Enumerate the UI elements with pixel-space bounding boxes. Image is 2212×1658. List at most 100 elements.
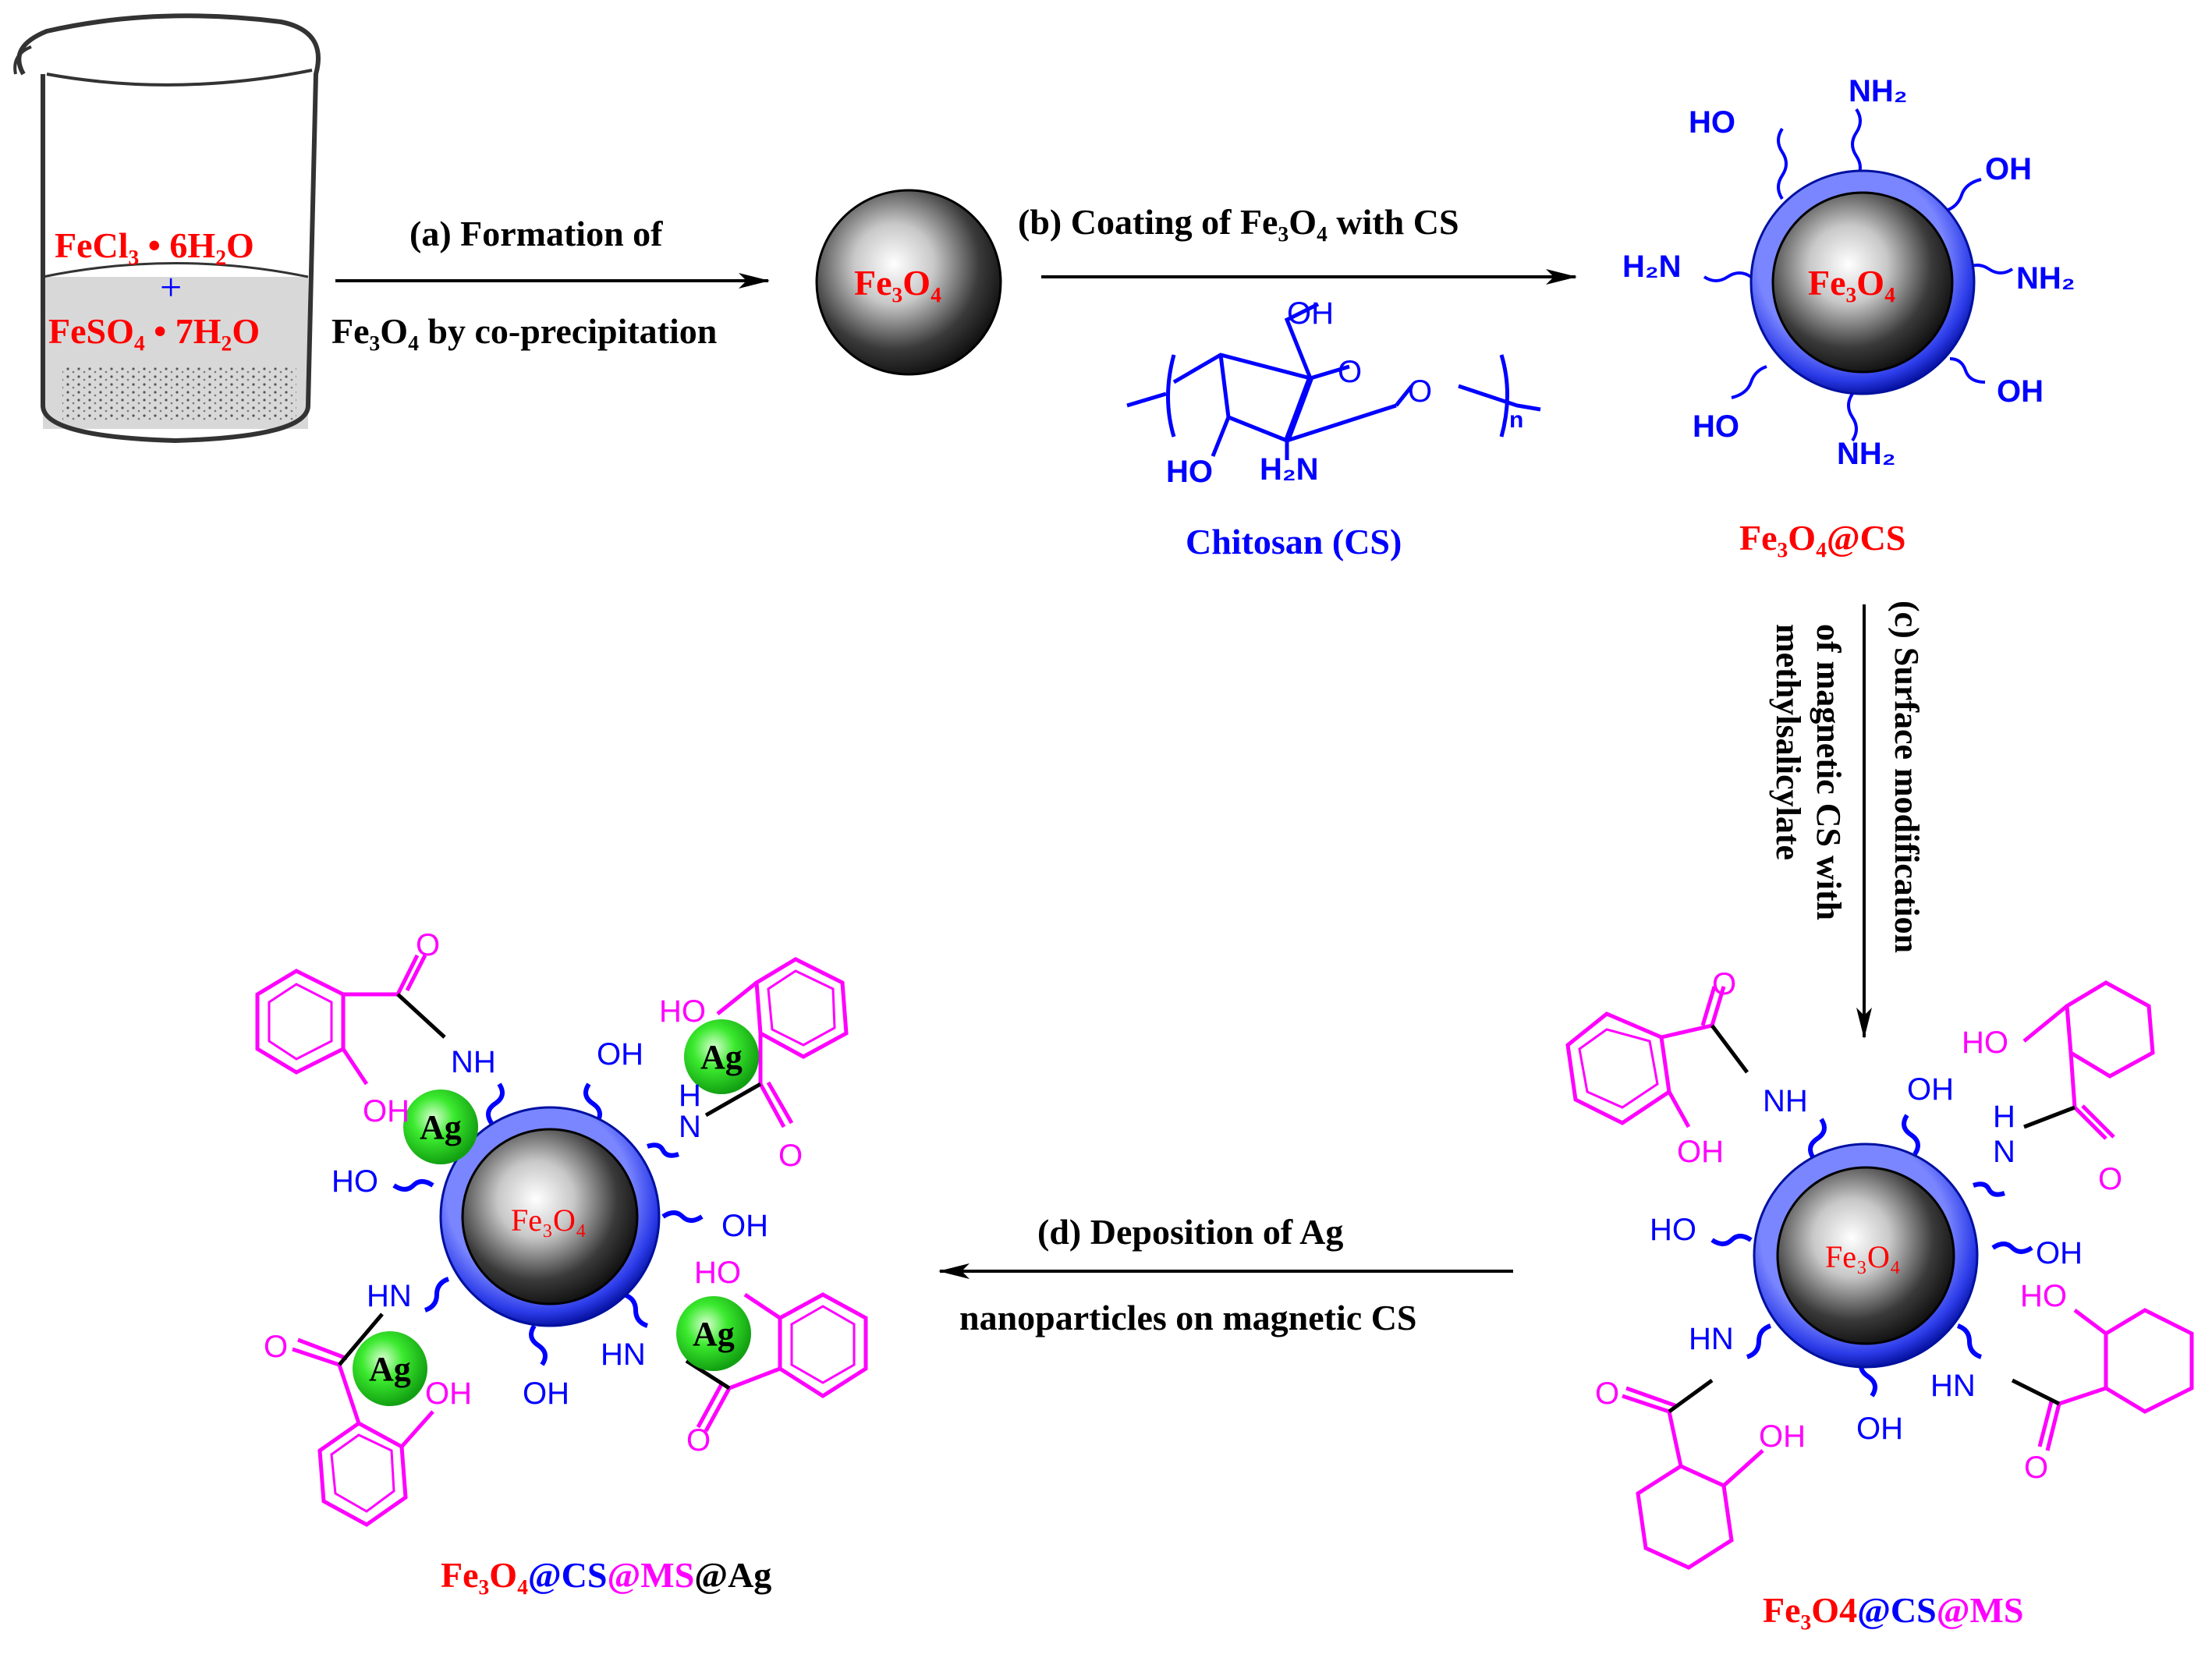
product-h-tr: H [679,1079,701,1113]
ag-particle-bl [353,1331,427,1406]
ms-oh-tl: OH [1677,1135,1724,1169]
step-a-line1: (a) Formation of [409,214,663,253]
chitosan-h2n: H₂N [1260,452,1319,487]
ms-core-label: Fe₃O₄ [1825,1239,1901,1274]
group-nh2-top: NH₂ [1849,74,1908,108]
product-oh-bot: OH [523,1376,569,1411]
fe3o4-cs-label: Fe₃O₄@CS [1739,518,1905,558]
ms-o-tl: O [1712,967,1736,1001]
fe3o4-cs-core [1771,191,1954,374]
product-ho-tr: HO [659,994,706,1029]
ms-o-br: O [2024,1451,2048,1485]
reagent-fecl3: FeCl₃ • 6H₂O [55,225,254,265]
ag-label-tl: Ag [420,1108,462,1146]
chitosan-n: n [1509,407,1523,433]
beaker-rim [46,69,313,87]
ms-ho-br: HO [2020,1279,2067,1313]
beaker-precipitate [62,367,296,421]
step-d-line1: (d) Deposition of Ag [1037,1212,1343,1252]
fe3o4-cs-ms-particle: Fe₃O₄ [1565,967,2194,1630]
chitosan-ho: HO [1166,455,1213,489]
beaker-liquid-surface [42,262,309,278]
step-c-arrow: (c) Surface modification of magnetic CS … [1769,600,1926,1039]
product-salicyl-bl [292,1313,434,1527]
product-core [461,1128,639,1305]
fe3o4-cs-wavy-links [1703,108,2014,442]
product-ho-br: HO [694,1256,741,1290]
beaker-outline [16,13,321,444]
step-b-line1: (b) Coating of Fe₃O₄ with CS [1018,202,1459,242]
step-c-line3: methylsalicylate [1769,624,1807,860]
beaker: FeCl₃ • 6H₂O + FeSO₄ • 7H₂O [13,13,321,444]
product-wavy-links [392,1082,704,1366]
product-o-tr: O [778,1139,803,1173]
product-salicyl-tl [255,954,446,1086]
step-d-arrow: (d) Deposition of Ag nanoparticles on ma… [938,1212,1513,1337]
step-c-line2: of magnetic CS with [1810,624,1848,920]
ms-oh-top: OH [1907,1072,1954,1107]
ms-h-tr: H [1993,1100,2015,1134]
fe3o4-core [815,189,1002,376]
product-oh-r: OH [721,1209,768,1243]
ms-wavy-links [1710,1114,2033,1398]
product-oh-tl: OH [363,1094,409,1128]
group-h2n-l: H₂N [1622,250,1682,284]
product-label: Fe₃O₄@CS@MS@Ag [441,1555,771,1595]
ms-ho-tr: HO [1962,1026,2008,1060]
ms-n-tr: N [1993,1135,2015,1169]
group-nh2-r: NH₂ [2016,261,2076,296]
step-a-arrow: (a) Formation of Fe₃O₄ by co-precipitati… [331,214,770,351]
product-nh-tl: NH [451,1045,496,1079]
product-o-bl: O [264,1330,288,1364]
group-ho-tl: HO [1689,105,1735,140]
ms-oh-bl: OH [1759,1419,1806,1454]
product-atom-labels: O NH OH OH HO H N O HO OH HN HO O HN OH … [264,928,803,1458]
fe3o4-cs-core-label: Fe₃O₄ [1808,263,1895,303]
step-b-arrow: (b) Coating of Fe₃O₄ with CS [1018,202,1577,285]
ms-nh-tl: NH [1763,1084,1808,1118]
chitosan-structure: OH O O HO H₂N n [1126,296,1541,489]
ms-hn-bl: HN [1689,1322,1734,1356]
product-oh-bl: OH [425,1376,472,1411]
ag-particle-br [676,1296,751,1371]
group-oh-tr: OH [1985,152,2032,186]
product-salicyl-br [685,1292,868,1433]
ms-oh-r: OH [2036,1236,2083,1270]
product-hn-br: HN [601,1337,646,1372]
ms-salicyl-bl [1622,1378,1764,1570]
ag-particle-tl [403,1089,478,1164]
ms-o-bl: O [1595,1376,1619,1411]
fe3o4-cs-particle: Fe₃O₄ HO NH₂ OH H₂N NH₂ HO OH NH₂ Fe₃O₄@… [1622,74,2076,558]
product-n-tr: N [679,1110,701,1144]
ms-salicyl-tr [2022,980,2155,1140]
fe3o4-core-label: Fe₃O₄ [854,263,941,303]
group-ho-bl: HO [1693,409,1739,444]
chitosan-oh: OH [1287,296,1334,331]
product-hn-bl: HN [367,1279,412,1313]
ag-label-br: Ag [693,1315,735,1353]
chitosan-link-o: O [1408,374,1432,409]
step-d-line2: nanoparticles on magnetic CS [959,1298,1417,1337]
fe3o4-nanoparticle: Fe₃O₄ [815,189,1002,376]
reagent-feso4: FeSO₄ • 7H₂O [48,311,260,351]
ag-label-tr: Ag [700,1038,743,1076]
product-particle: Fe₃O₄ [255,928,868,1595]
product-o-br: O [686,1423,711,1458]
ms-core [1776,1166,1955,1345]
product-ho-l: HO [331,1164,378,1199]
product-oh-top: OH [597,1037,643,1072]
step-c-line1: (c) Surface modification [1888,600,1926,953]
fe3o4-cs-groups: HO NH₂ OH H₂N NH₂ HO OH NH₂ [1622,74,2076,471]
group-nh2-bot: NH₂ [1837,437,1896,471]
ms-atom-labels: O NH OH OH HO H N O HO OH HO HN O HN OH … [1595,967,2122,1485]
ms-ho-l: HO [1650,1213,1696,1247]
ms-hn-br: HN [1930,1369,1976,1403]
ms-o-tr: O [2098,1162,2122,1196]
ms-salicyl-br [2011,1308,2194,1451]
step-a-line2: Fe₃O₄ by co-precipitation [331,311,717,351]
ag-label-bl: Ag [369,1350,411,1388]
ms-oh-bot: OH [1856,1412,1903,1446]
ag-particle-tr [684,1019,759,1094]
chitosan-name: Chitosan (CS) [1186,522,1402,562]
